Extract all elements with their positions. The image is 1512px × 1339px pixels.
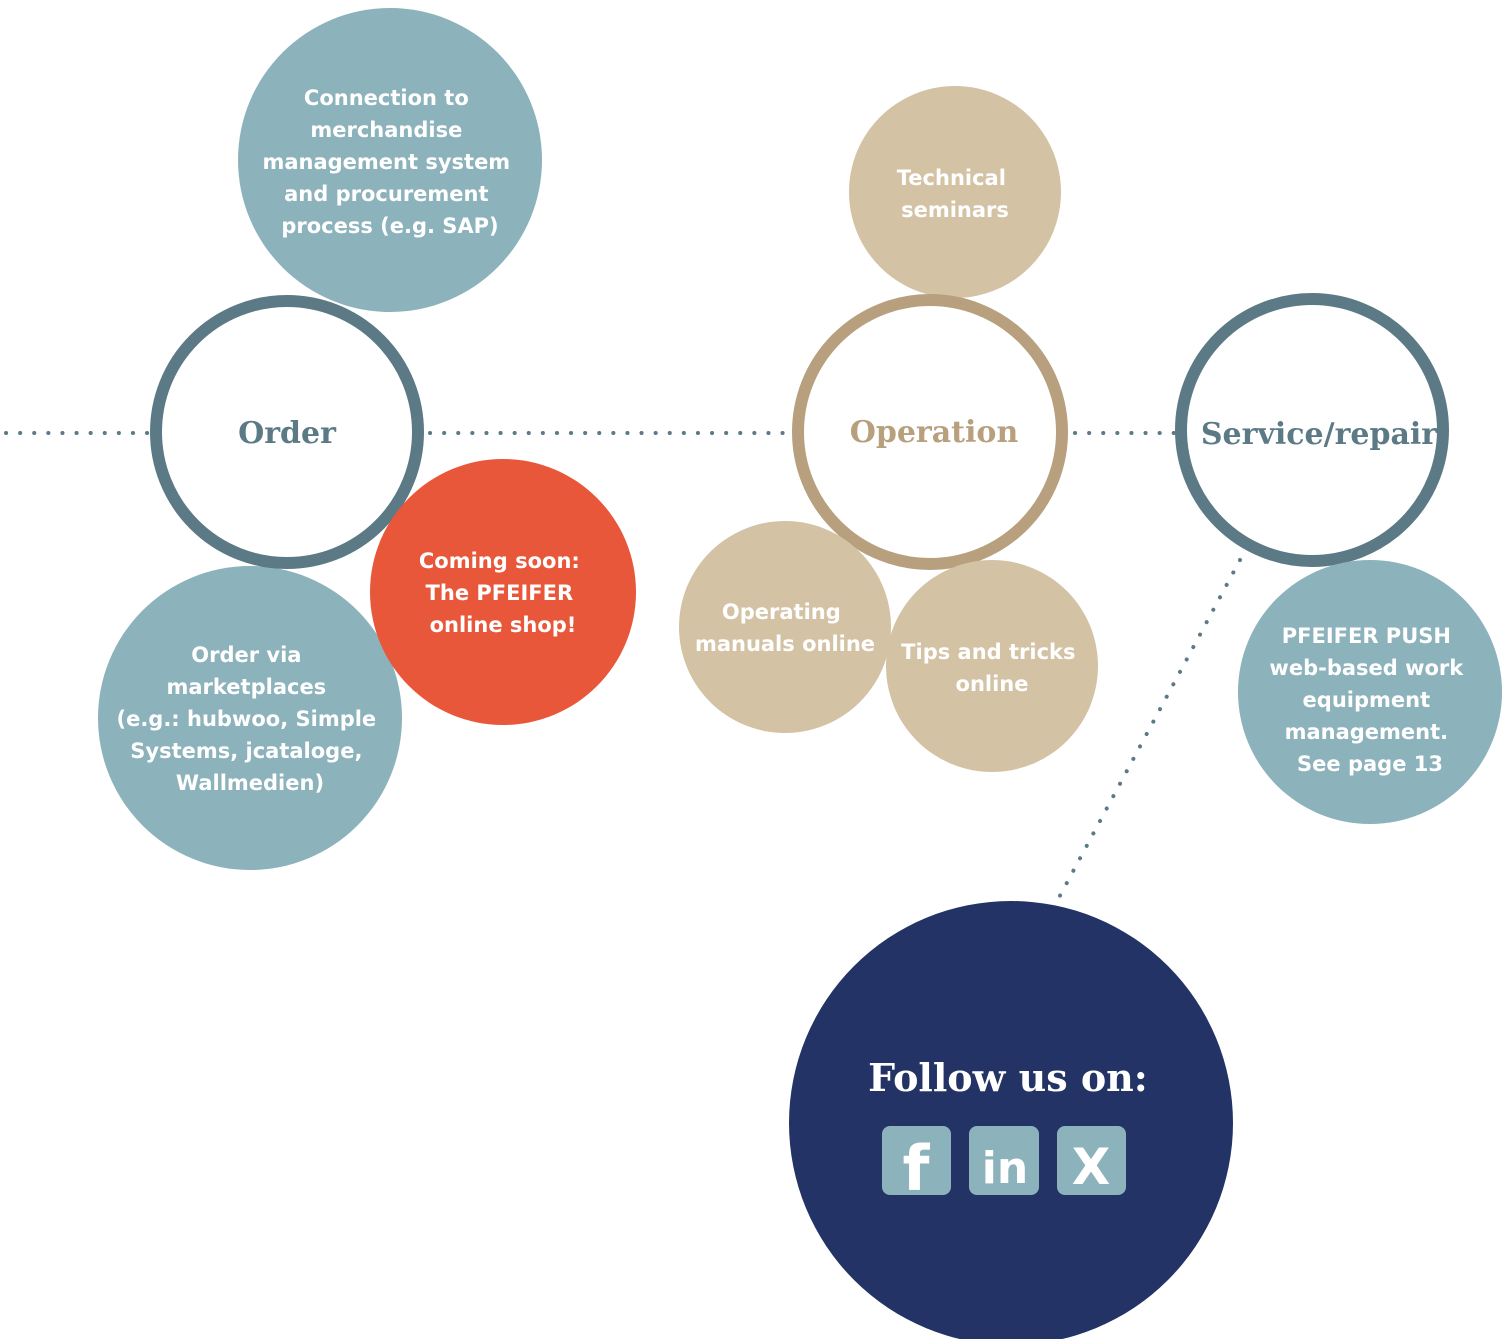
xing-link[interactable]: X — [1057, 1126, 1126, 1196]
operation-stage: Operation — [792, 294, 1068, 570]
seminars-bubble: Technical seminars — [849, 86, 1061, 298]
facebook-link[interactable]: f — [882, 1126, 951, 1205]
follow-title: Follow us on: — [868, 1055, 1148, 1100]
tips-bubble: Tips and tricks online — [886, 560, 1098, 772]
connection-bubble: Connection to merchandise management sys… — [238, 8, 542, 312]
svg-text:in: in — [982, 1143, 1028, 1194]
coming-soon-bubble-text: Coming soon: The PFEIFER online shop! — [419, 549, 587, 637]
marketplaces-bubble-text: Order via marketplaces (e.g.: hubwoo, Si… — [116, 643, 383, 795]
connection-bubble-text: Connection to merchandise management sys… — [262, 86, 517, 238]
manuals-bubble: Operating manuals online — [679, 521, 891, 733]
linkedin-icon — [969, 1126, 1039, 1195]
coming-soon-bubble: Coming soon: The PFEIFER online shop! — [370, 459, 636, 725]
push-bubble-text: PFEIFER PUSH web-based work equipment ma… — [1269, 624, 1470, 776]
facebook-icon — [882, 1126, 951, 1195]
svg-text:X: X — [1072, 1138, 1111, 1196]
order-stage: Order — [150, 295, 424, 569]
follow-bubble: Follow us on: f in X — [789, 901, 1233, 1339]
marketplaces-bubble: Order via marketplaces (e.g.: hubwoo, Si… — [98, 566, 402, 870]
linkedin-link[interactable]: in — [969, 1126, 1039, 1195]
connectors — [4, 431, 1242, 907]
push-bubble: PFEIFER PUSH web-based work equipment ma… — [1238, 560, 1502, 824]
order-stage-label: Order — [238, 416, 337, 451]
connector-service-follow — [1053, 558, 1242, 907]
manuals-bubble-text: Operating manuals online — [695, 600, 875, 656]
seminars-bubble-text: Technical seminars — [897, 166, 1013, 222]
service-stage: Service/repair — [1175, 293, 1449, 567]
svg-text:f: f — [903, 1132, 931, 1205]
tips-bubble-text: Tips and tricks online — [901, 640, 1083, 696]
operation-stage-label: Operation — [850, 415, 1019, 450]
service-stage-label: Service/repair — [1201, 417, 1438, 452]
xing-icon — [1057, 1126, 1126, 1195]
